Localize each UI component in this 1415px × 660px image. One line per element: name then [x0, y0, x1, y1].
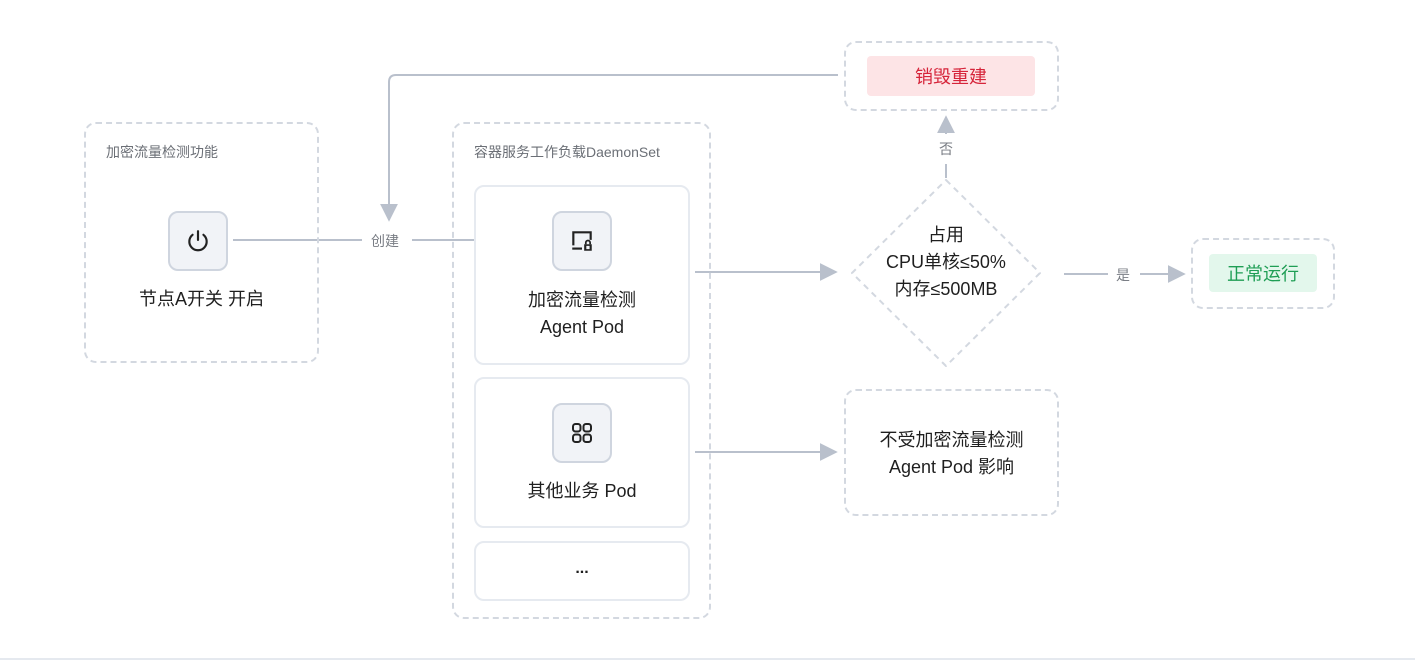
- decision-line1: 占用: [928, 225, 964, 245]
- other-pod-icon-tile: [552, 403, 612, 463]
- switch-node-button[interactable]: [168, 211, 228, 271]
- more-pods-card[interactable]: ...: [474, 541, 690, 601]
- switch-node-label: 节点A开关 开启: [138, 289, 264, 309]
- unaffected-line1: 不受加密流量检测: [879, 430, 1024, 450]
- edge-label-no: 否: [933, 139, 959, 159]
- normal-box: 正常运行: [1191, 238, 1335, 309]
- edge-label-yes: 是: [1110, 265, 1136, 285]
- agent-pod-icon-tile: [552, 211, 612, 271]
- more-pods-ellipsis: ...: [575, 560, 589, 577]
- apps-grid-icon: [572, 423, 592, 443]
- decision-line2: CPU单核≤50%: [886, 252, 1006, 272]
- feature-group-title: 加密流量检测功能: [106, 144, 218, 160]
- agent-pod-card[interactable]: 加密流量检测 Agent Pod: [474, 185, 690, 365]
- feature-group: 加密流量检测功能 节点A开关 开启: [84, 122, 319, 363]
- edge-label-create: 创建: [365, 231, 405, 251]
- unaffected-box: 不受加密流量检测 Agent Pod 影响: [844, 389, 1059, 516]
- power-icon: [188, 230, 208, 252]
- bottom-border: [0, 658, 1415, 660]
- decision-line3: 内存≤500MB: [894, 279, 998, 299]
- normal-tag: 正常运行: [1209, 254, 1317, 292]
- other-pod-card[interactable]: 其他业务 Pod: [474, 377, 690, 528]
- daemonset-group-title: 容器服务工作负载DaemonSet: [474, 144, 660, 160]
- monitor-lock-icon: [572, 231, 592, 251]
- rebuild-tag: 销毁重建: [867, 56, 1035, 96]
- agent-pod-label-line2: Agent Pod: [539, 317, 625, 337]
- daemonset-group: 容器服务工作负载DaemonSet 加密流量检测 Agent Pod 其他业务 …: [452, 122, 711, 619]
- agent-pod-label-line1: 加密流量检测: [528, 290, 636, 310]
- rebuild-box: 销毁重建: [844, 41, 1059, 111]
- unaffected-line2: Agent Pod 影响: [888, 457, 1015, 477]
- other-pod-label: 其他业务 Pod: [527, 481, 637, 501]
